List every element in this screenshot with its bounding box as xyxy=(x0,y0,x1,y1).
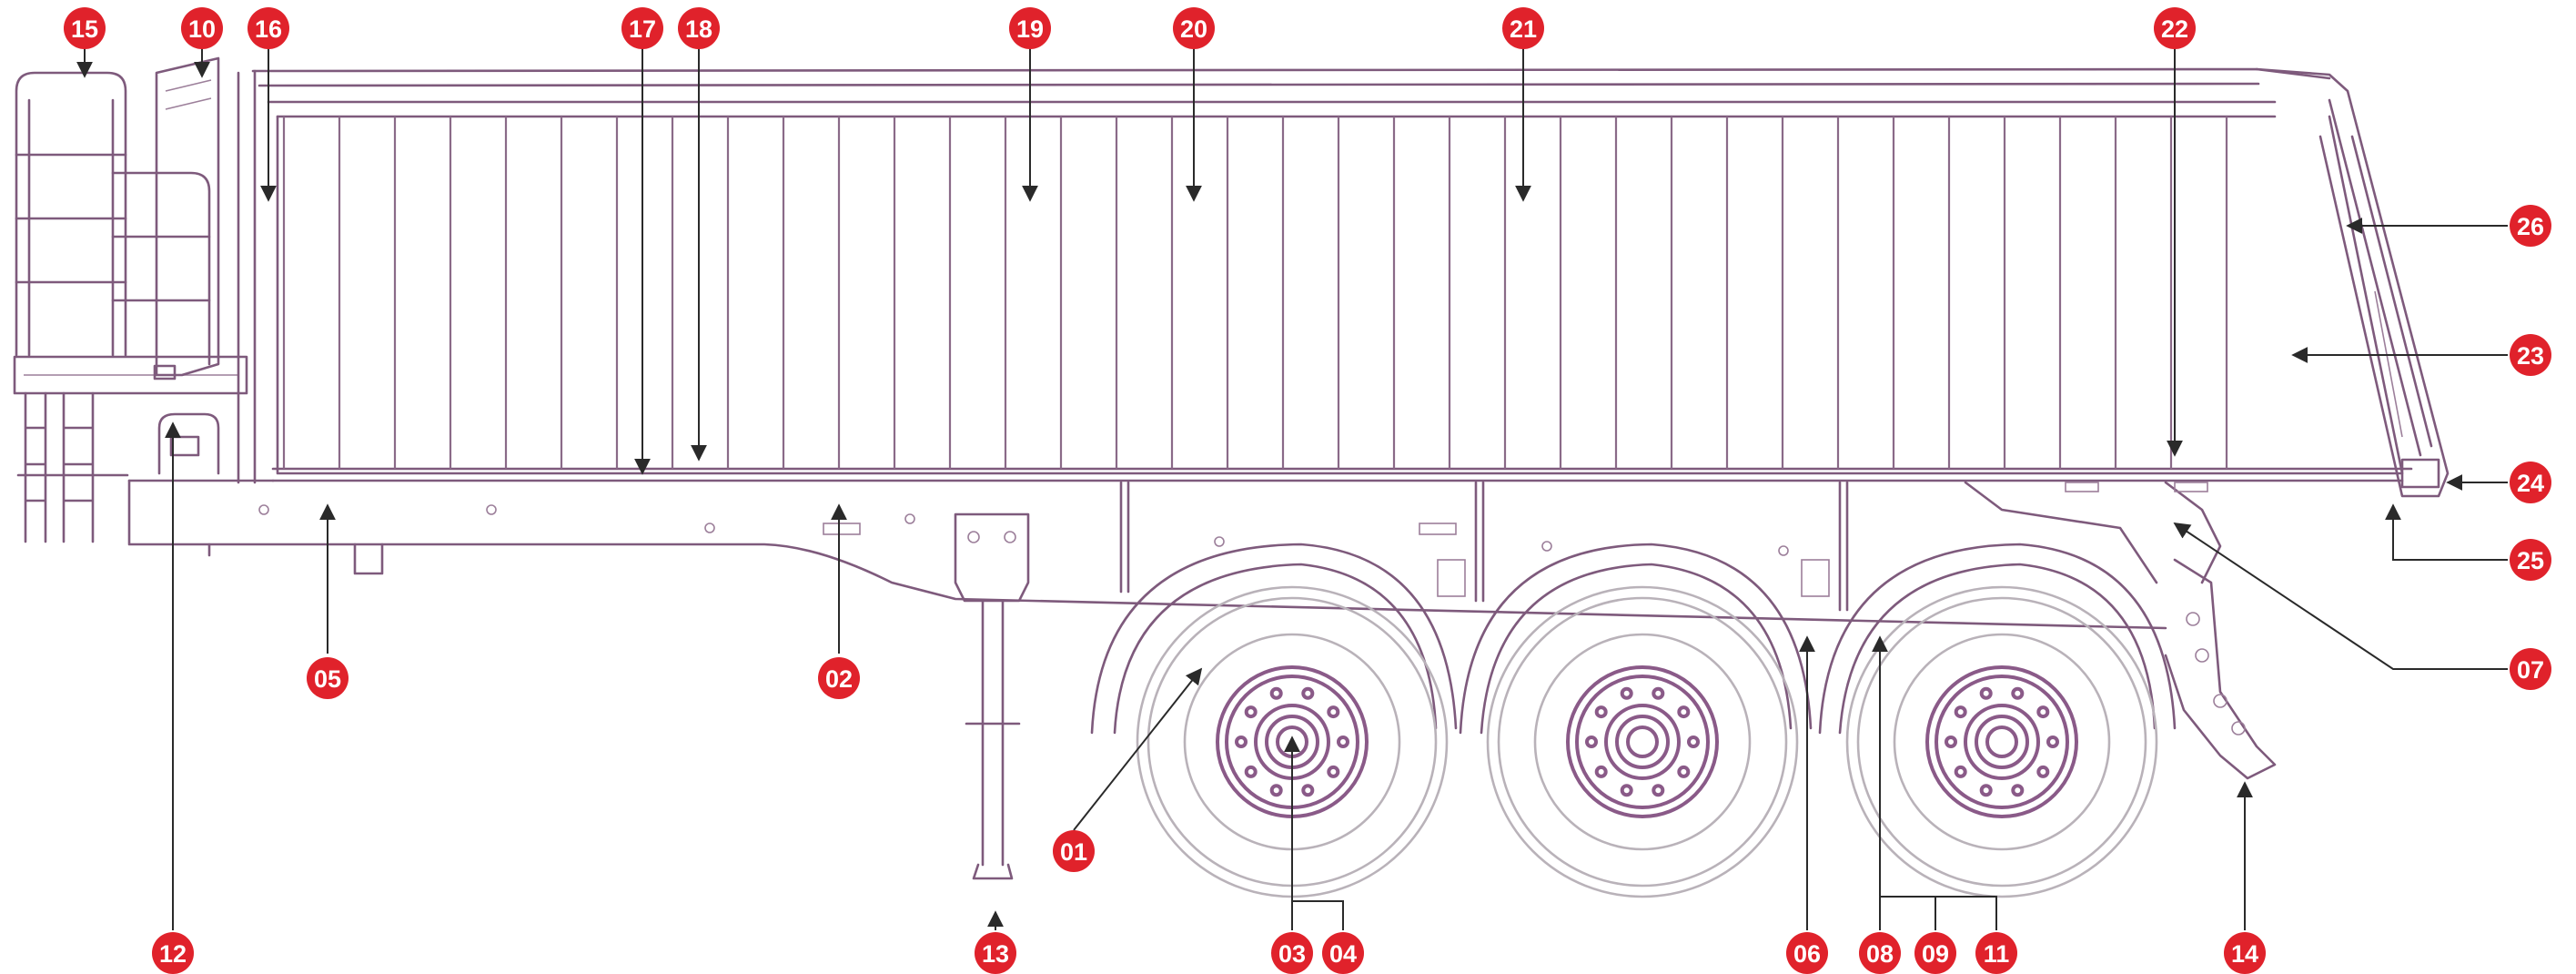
callout-badge-01: 01 xyxy=(1053,830,1095,872)
callout-label: 01 xyxy=(1060,838,1087,866)
callout-label: 23 xyxy=(2517,342,2544,370)
callout-badge-20: 20 xyxy=(1173,7,1215,49)
callout-badge-08: 08 xyxy=(1859,932,1901,974)
callout-badge-26: 26 xyxy=(2510,205,2551,247)
callout-label: 05 xyxy=(314,665,341,693)
callout-badge-15: 15 xyxy=(64,7,106,49)
callout-badge-23: 23 xyxy=(2510,334,2551,376)
callout-badge-09: 09 xyxy=(1914,932,1956,974)
callout-badge-14: 14 xyxy=(2224,932,2266,974)
callout-badge-24: 24 xyxy=(2510,462,2551,503)
callout-badge-05: 05 xyxy=(307,657,349,699)
callout-label: 10 xyxy=(188,15,216,43)
wheelset xyxy=(1136,585,2158,898)
landing-leg xyxy=(954,512,1030,880)
front-board xyxy=(155,56,220,377)
callout-badge-03: 03 xyxy=(1271,932,1313,974)
callout-badge-12: 12 xyxy=(152,932,194,974)
mudguard-1 xyxy=(1090,543,1458,735)
rear-underrun xyxy=(2164,558,2277,780)
wheel-3 xyxy=(1845,585,2158,898)
callout-label: 22 xyxy=(2161,15,2188,43)
callout-badge-04: 04 xyxy=(1322,932,1364,974)
callout-badge-25: 25 xyxy=(2510,539,2551,581)
callout-label: 02 xyxy=(825,665,853,693)
callout-badge-10: 10 xyxy=(181,7,223,49)
callout-label: 26 xyxy=(2517,213,2544,240)
trailer-drawing xyxy=(13,56,2450,880)
callout-label: 08 xyxy=(1866,940,1894,968)
callout-badge-18: 18 xyxy=(678,7,720,49)
callout-badge-06: 06 xyxy=(1786,932,1828,974)
callout-label: 25 xyxy=(2517,547,2544,574)
callout-label: 24 xyxy=(2517,470,2544,497)
callout-badge-16: 16 xyxy=(247,7,289,49)
callout-label: 06 xyxy=(1793,940,1821,968)
callout-badge-02: 02 xyxy=(818,657,860,699)
callout-label: 09 xyxy=(1922,940,1949,968)
mudguard-3 xyxy=(1818,543,2177,735)
callout-label: 17 xyxy=(629,15,656,43)
callout-label: 04 xyxy=(1329,940,1357,968)
callout-label: 12 xyxy=(159,940,187,968)
leader-lines xyxy=(76,44,2508,930)
callout-label: 16 xyxy=(255,15,282,43)
callout-label: 11 xyxy=(1984,940,2010,968)
callout-badges: 15 10 16 17 18 19 20 21 22 26 23 24 25 07 05 02 01 12 13 03… xyxy=(64,7,2551,974)
front-ladder xyxy=(13,71,248,543)
leader-line xyxy=(1073,667,1203,831)
callout-label: 13 xyxy=(982,940,1009,968)
callout-label: 07 xyxy=(2517,656,2544,684)
callout-badge-13: 13 xyxy=(975,932,1016,974)
leader-line xyxy=(1880,896,1997,930)
wheel-2 xyxy=(1486,585,1799,898)
callout-label: 18 xyxy=(685,15,712,43)
leader-line xyxy=(1292,900,1344,930)
leader-line xyxy=(2385,503,2508,561)
callout-label: 20 xyxy=(1180,15,1207,43)
callout-badge-07: 07 xyxy=(2510,648,2551,690)
chassis xyxy=(127,479,2222,630)
side-ribs xyxy=(282,117,2228,469)
callout-label: 21 xyxy=(1510,15,1537,43)
callout-label: 19 xyxy=(1016,15,1044,43)
callout-label: 03 xyxy=(1278,940,1306,968)
callout-label: 14 xyxy=(2231,940,2258,968)
callout-badge-11: 11 xyxy=(1975,932,2017,974)
leader-line xyxy=(2173,523,2508,670)
callout-badge-19: 19 xyxy=(1009,7,1051,49)
tailgate xyxy=(2255,67,2450,498)
callout-badge-17: 17 xyxy=(621,7,663,49)
control-box xyxy=(157,412,220,475)
callout-badge-21: 21 xyxy=(1502,7,1544,49)
callout-label: 15 xyxy=(71,15,98,43)
mudguard-2 xyxy=(1459,543,1813,735)
callout-badge-22: 22 xyxy=(2154,7,2196,49)
